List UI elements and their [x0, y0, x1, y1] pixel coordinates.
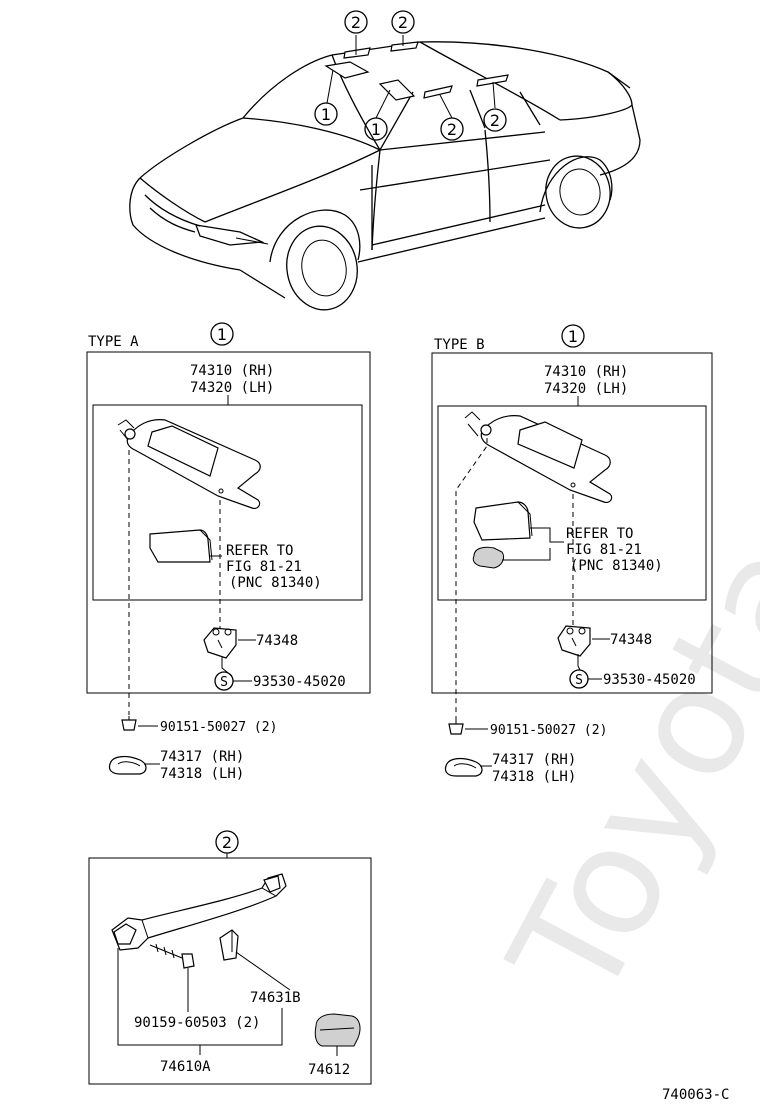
grip-cover-label: 74631B: [250, 990, 301, 1006]
callout-2-a: 2: [351, 13, 361, 32]
type-a-refer-3: (PNC 81340): [229, 575, 322, 591]
diagram-code: 740063-C: [662, 1087, 729, 1103]
type-a-screw-symbol: S: [220, 675, 228, 690]
type-a-refer-1: REFER TO: [226, 543, 293, 559]
grip-screw: [149, 943, 195, 969]
type-a-hook-rh: 74317 (RH): [160, 749, 244, 765]
grip-cap-label: 74612: [308, 1062, 350, 1078]
callout-2-d: 2: [490, 111, 500, 130]
grip-screw-label: 90159-60503 (2): [134, 1015, 260, 1031]
type-b-hook-rh: 74317 (RH): [492, 752, 576, 768]
type-b-hook-lh: 74318 (LH): [492, 769, 576, 785]
type-a-inner-frame: [92, 404, 363, 601]
type-b-screw: 93530-45020: [603, 672, 696, 688]
type-b-clip: [448, 720, 464, 735]
type-a-section: TYPE A 1 74310 (RH) 74320 (LH) REFER TO …: [86, 322, 371, 782]
type-b-refer-3: (PNC 81340): [570, 558, 663, 574]
type-b-callout: 1: [568, 327, 578, 346]
type-a-refer-2: FIG 81-21: [226, 559, 302, 575]
type-a-hook-lh: 74318 (LH): [160, 766, 244, 782]
type-b-screw-symbol: S: [575, 673, 583, 688]
grip-cap: [314, 1013, 361, 1047]
type-b-part-lh: 74320 (LH): [544, 381, 628, 397]
type-a-sun-visor: [117, 419, 261, 509]
type-b-visor-hook: [444, 757, 483, 777]
grip-callout: 2: [222, 833, 232, 852]
type-a-frame: [86, 351, 371, 694]
car-callouts: 2 2 1 1 2 2: [314, 10, 507, 141]
type-b-inner-frame: [437, 405, 707, 601]
type-b-holder: 74348: [610, 632, 652, 648]
type-b-refer-1: REFER TO: [566, 526, 633, 542]
type-b-frame: [431, 352, 713, 694]
type-b-visor-holder: [557, 625, 591, 657]
grip-cover: [219, 929, 239, 961]
assist-grip-section: 2 74631B 90159-60503 (2) 74610A: [88, 830, 372, 1085]
type-a-part-rh: 74310 (RH): [190, 363, 274, 379]
type-a-visor-holder: [203, 627, 237, 659]
type-b-vanity-lamp: [472, 501, 564, 569]
type-a-visor-hook: [108, 755, 147, 775]
type-a-part-lh: 74320 (LH): [190, 380, 274, 396]
type-a-clip: [121, 716, 137, 731]
type-a-clip-label: 90151-50027 (2): [160, 720, 277, 735]
assist-grip: [111, 873, 287, 951]
type-a-vanity-lamp: [149, 529, 222, 563]
type-a-screw: 93530-45020: [253, 674, 346, 690]
type-a-callout: 1: [217, 325, 227, 344]
type-b-title: TYPE B: [434, 337, 485, 353]
type-b-refer-2: FIG 81-21: [566, 542, 642, 558]
type-b-section: TYPE B 1 74310 (RH) 74320 (LH) REFER TO …: [431, 324, 713, 785]
car-illustration: [129, 35, 641, 311]
callout-1-a: 1: [321, 105, 331, 124]
type-a-holder: 74348: [256, 633, 298, 649]
callout-2-b: 2: [398, 13, 408, 32]
callout-2-c: 2: [447, 120, 457, 139]
type-b-sun-visor: [464, 411, 613, 503]
type-b-part-rh: 74310 (RH): [544, 364, 628, 380]
callout-1-b: 1: [371, 120, 381, 139]
type-b-clip-label: 90151-50027 (2): [490, 723, 607, 738]
grip-assembly-label: 74610A: [160, 1059, 211, 1075]
type-a-title: TYPE A: [88, 334, 139, 350]
grip-frame: [88, 857, 372, 1085]
